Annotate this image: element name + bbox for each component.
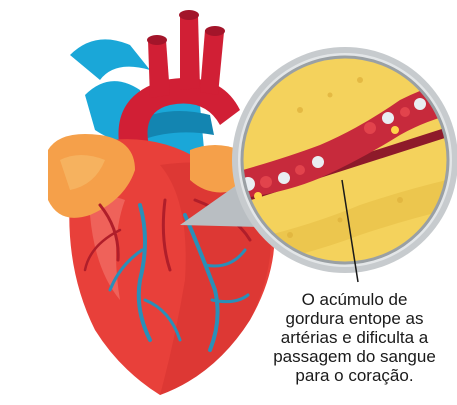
annotation-text: O acúmulo de gordura entope as artérias … (252, 290, 457, 385)
annotation-line-5: para o coração. (252, 366, 457, 385)
annotation-line-1: O acúmulo de (252, 290, 457, 309)
annotation-line-3: artérias e dificulta a (252, 328, 457, 347)
annotation-line-4: passagem do sangue (252, 347, 457, 366)
annotation-line-2: gordura entope as (252, 309, 457, 328)
